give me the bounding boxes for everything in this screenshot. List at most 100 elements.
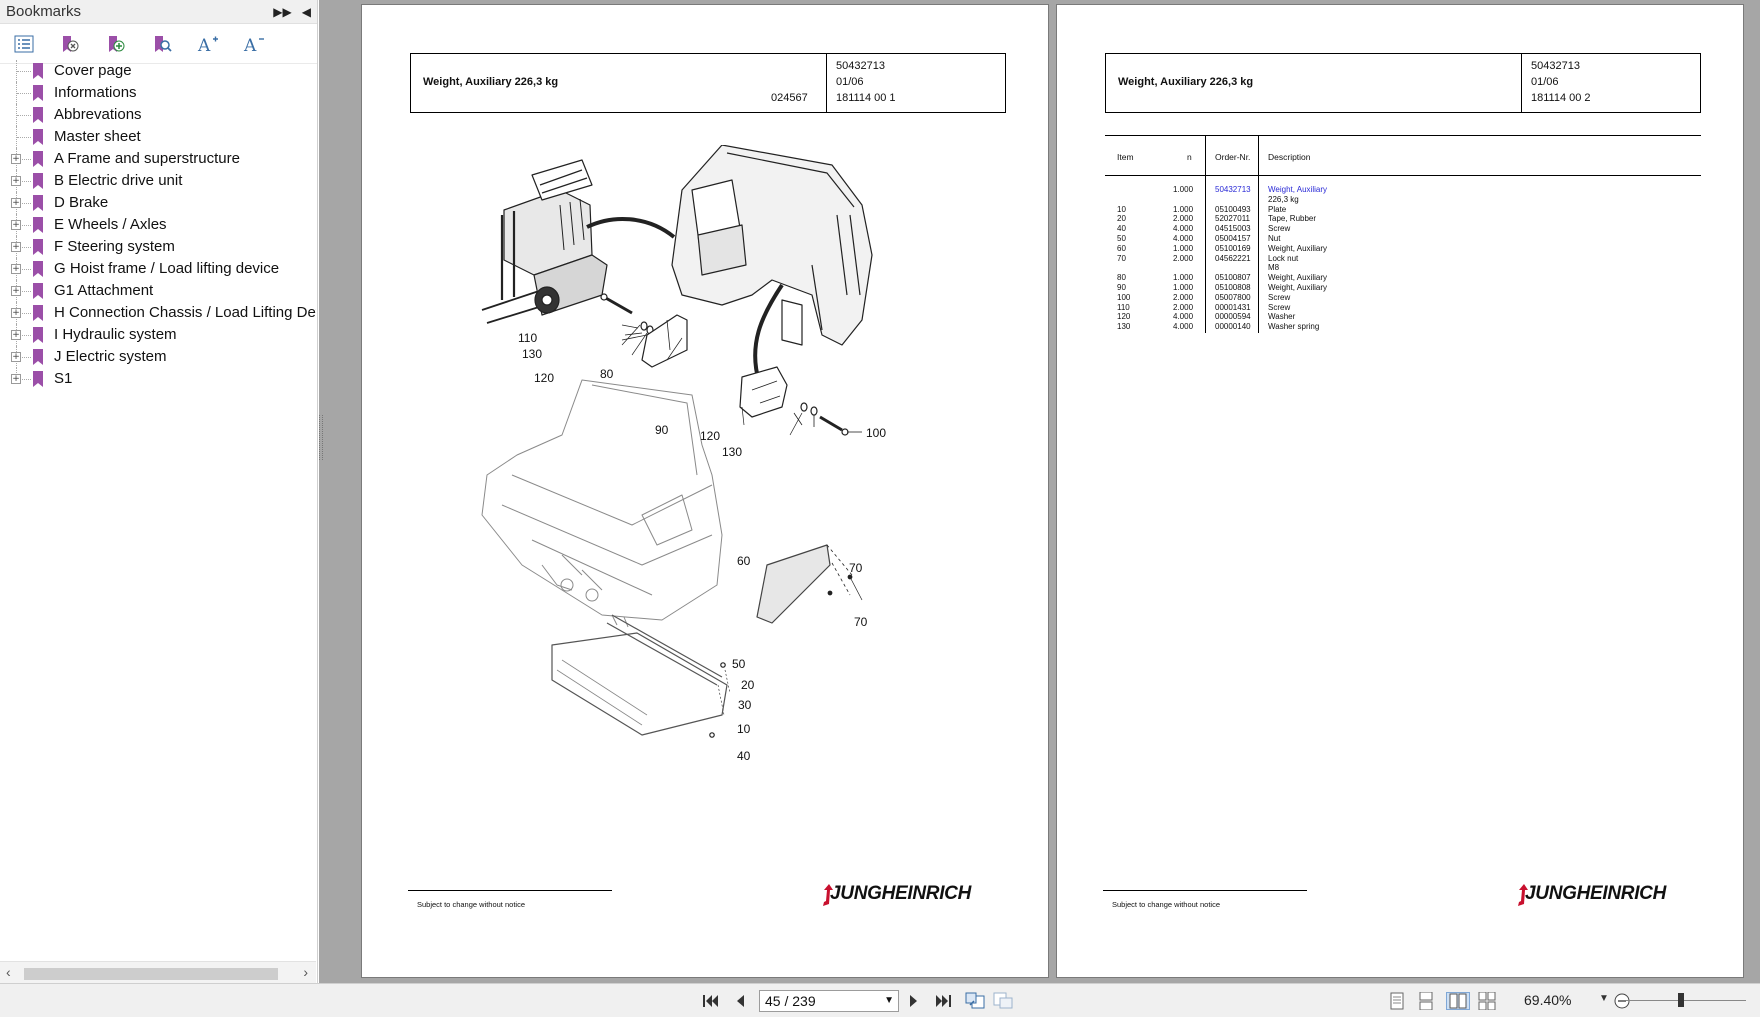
expand-icon[interactable]: + (11, 220, 21, 230)
expand-icon[interactable]: + (11, 352, 21, 362)
cell-desc: Screw (1268, 224, 1291, 234)
table-row: 226,3 kg (1105, 195, 1701, 205)
footer-text: Subject to change without notice (1112, 900, 1220, 909)
continuous-view-icon[interactable] (1417, 992, 1435, 1010)
cell-n: 1.000 (1173, 282, 1194, 292)
scroll-right-icon[interactable]: › (303, 964, 308, 980)
bookmark-item[interactable]: +H Connection Chassis / Load Lifting Dev… (0, 302, 316, 324)
bookmark-item[interactable]: Informations (0, 82, 316, 104)
cell-desc[interactable]: Weight, Auxiliary (1268, 185, 1327, 194)
cell-item: 130 (1117, 322, 1131, 332)
bookmark-icon (33, 305, 43, 321)
bookmark-icon (33, 107, 43, 123)
expand-icon[interactable]: + (11, 198, 21, 208)
zoom-out-button[interactable] (1613, 992, 1631, 1010)
cell-order: 00000594 (1215, 312, 1251, 322)
cell-order: 52027011 (1215, 214, 1250, 224)
bookmark-item[interactable]: +A Frame and superstructure (0, 148, 316, 170)
expand-icon[interactable]: + (11, 308, 21, 318)
col-header-description: Description (1268, 152, 1311, 162)
zoom-dropdown-icon[interactable]: ▼ (1599, 993, 1609, 1004)
cell-desc: Nut (1268, 233, 1281, 243)
zoom-slider[interactable] (1626, 1000, 1746, 1001)
bookmark-item[interactable]: +G1 Attachment (0, 280, 316, 302)
header-box: Weight, Auxiliary 226,3 kg 50432713 01/0… (1105, 53, 1701, 113)
page-number-input[interactable]: 45 / 239 ▼ (759, 990, 899, 1012)
next-page-button[interactable] (905, 992, 923, 1010)
increase-font-button[interactable]: A (196, 32, 220, 56)
next-view-button[interactable] (992, 992, 1014, 1010)
bookmark-item[interactable]: +S1 (0, 368, 316, 390)
bookmark-item[interactable]: Abbrevations (0, 104, 316, 126)
last-page-button[interactable] (934, 992, 952, 1010)
bookmark-icon (33, 283, 43, 299)
cell-order: 05100169 (1215, 243, 1251, 253)
horizontal-scrollbar[interactable]: ‹ › (0, 961, 316, 983)
bookmark-item[interactable]: +D Brake (0, 192, 316, 214)
callout-label: 100 (866, 426, 887, 440)
cell-n: 2.000 (1173, 302, 1194, 312)
bookmark-item[interactable]: +G Hoist frame / Load lifting device (0, 258, 316, 280)
scroll-left-icon[interactable]: ‹ (6, 964, 11, 980)
callout-label: 70 (854, 615, 868, 629)
cell-desc: 226,3 kg (1268, 194, 1299, 204)
expand-icon[interactable]: + (11, 154, 21, 164)
document-view[interactable]: Weight, Auxiliary 226,3 kg 024567 504327… (319, 0, 1760, 983)
drawing-number: 024567 (771, 92, 808, 104)
bookmark-item[interactable]: Master sheet (0, 126, 316, 148)
bookmark-item[interactable]: +B Electric drive unit (0, 170, 316, 192)
delete-bookmark-button[interactable] (58, 32, 82, 56)
bookmark-options-button[interactable] (12, 32, 36, 56)
bookmark-item[interactable]: +F Steering system (0, 236, 316, 258)
facing-view-icon[interactable] (1446, 992, 1470, 1010)
add-bookmark-button[interactable] (104, 32, 128, 56)
table-row: M8 (1105, 263, 1701, 273)
single-page-view-icon[interactable] (1388, 992, 1406, 1010)
callout-label: 20 (741, 678, 755, 692)
expand-icon[interactable]: + (11, 286, 21, 296)
bookmark-icon (33, 195, 43, 211)
expand-icon[interactable]: + (11, 176, 21, 186)
splitter-grip[interactable] (319, 415, 323, 460)
first-page-button[interactable] (702, 992, 720, 1010)
bookmark-icon (33, 151, 43, 167)
bookmark-item[interactable]: +E Wheels / Axles (0, 214, 316, 236)
previous-view-button[interactable] (964, 992, 986, 1010)
bookmark-icon (33, 85, 43, 101)
sheet-number: 181114 00 1 (836, 92, 896, 104)
expand-icon[interactable]: + (11, 330, 21, 340)
cell-desc: Screw (1268, 302, 1291, 312)
cell-item: 50 (1117, 233, 1126, 243)
cell-n: 2.000 (1173, 214, 1194, 224)
expand-icon[interactable]: + (11, 374, 21, 384)
part-number: 50432713 (836, 60, 885, 72)
scrollbar-thumb[interactable] (24, 968, 278, 980)
continuous-facing-view-icon[interactable] (1478, 992, 1496, 1010)
expand-panel-icon[interactable]: ▶▶ (273, 4, 292, 19)
svg-text:A: A (197, 36, 211, 54)
collapse-panel-icon[interactable]: ◀ (301, 4, 311, 19)
expand-icon[interactable]: + (11, 242, 21, 252)
bookmark-item[interactable]: +I Hydraulic system (0, 324, 316, 346)
expand-icon[interactable]: + (11, 264, 21, 274)
cell-n: 1.000 (1173, 204, 1194, 214)
zoom-level[interactable]: 69.40% (1524, 992, 1572, 1008)
decrease-font-button[interactable]: A (242, 32, 266, 56)
bookmark-item[interactable]: Cover page (0, 60, 316, 82)
bookmark-item[interactable]: +J Electric system (0, 346, 316, 368)
exploded-drawing: 110 130 120 80 90 120 130 100 60 70 70 5… (442, 144, 962, 865)
previous-page-button[interactable] (731, 992, 749, 1010)
chevron-down-icon[interactable]: ▼ (884, 995, 894, 1006)
cell-order[interactable]: 50432713 (1215, 185, 1251, 194)
zoom-slider-thumb[interactable] (1678, 993, 1684, 1007)
cell-item: 90 (1117, 282, 1126, 292)
find-bookmark-button[interactable] (150, 32, 174, 56)
